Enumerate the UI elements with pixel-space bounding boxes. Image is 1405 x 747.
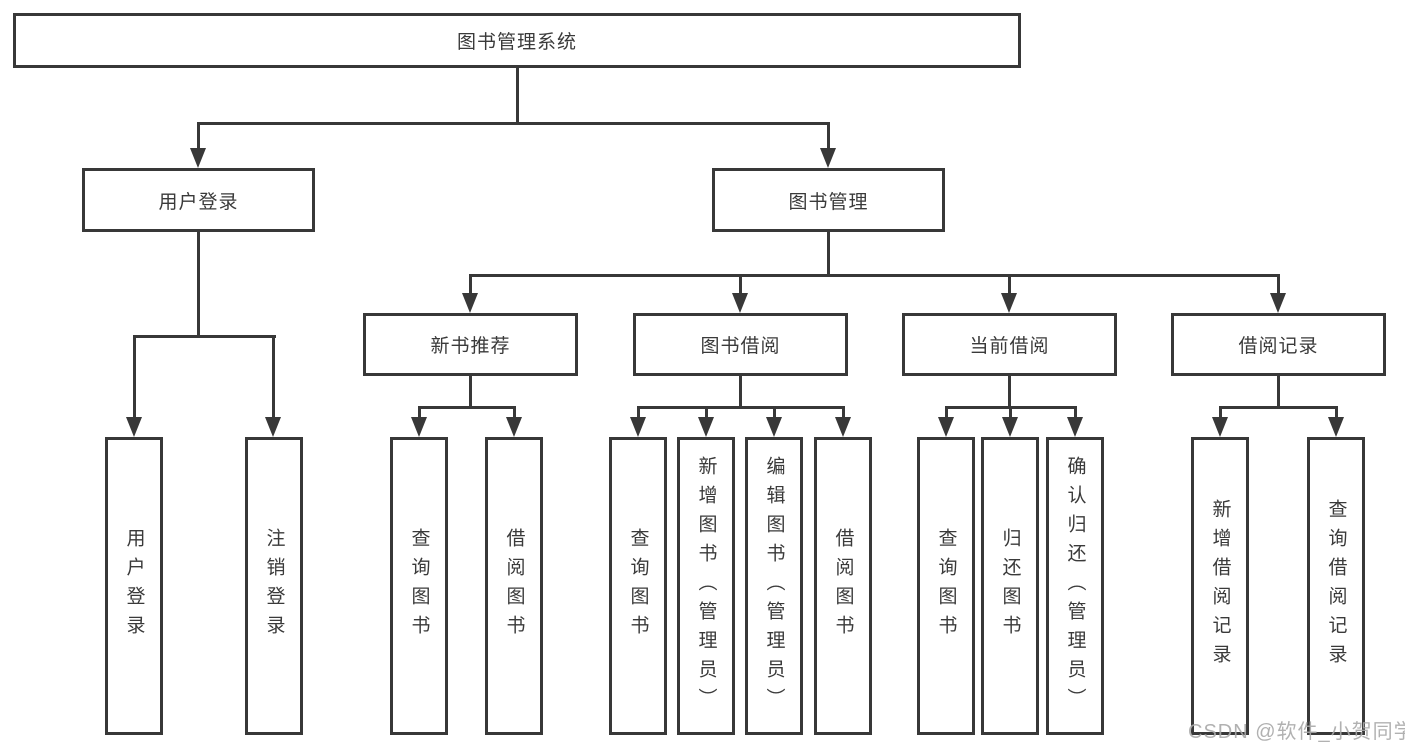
arrowhead-down-icon [1212,417,1228,437]
connector-line [1074,406,1077,417]
arrowhead-down-icon [938,417,954,437]
leaf-confirm-return-admin-label: 确认归还（管理员） [1064,455,1086,717]
connector-line [197,122,200,148]
node-current-borrow-label: 当前借阅 [969,336,1050,357]
connector-line [1009,406,1012,417]
connector-line [513,406,516,417]
connector-line [1008,274,1011,293]
leaf-add-borrow-record-label: 新增借阅记录 [1209,499,1231,673]
arrowhead-down-icon [126,417,142,437]
connector-line [516,68,519,122]
leaf-recommend-borrow-book: 借阅图书 [485,437,543,735]
connector-line [1277,376,1280,406]
node-borrow-record: 借阅记录 [1171,313,1386,376]
connector-line [842,406,845,417]
node-root: 图书管理系统 [13,13,1021,68]
node-user-login: 用户登录 [82,168,315,232]
leaf-confirm-return-admin: 确认归还（管理员） [1046,437,1104,735]
connector-line [945,406,948,417]
csdn-watermark: CSDN @软件_小贺同学 [1188,721,1405,743]
node-new-book-recommend-label: 新书推荐 [430,336,511,357]
node-user-login-label: 用户登录 [158,191,239,213]
arrowhead-down-icon [766,417,782,437]
arrowhead-down-icon [1001,293,1017,313]
arrowhead-down-icon [506,417,522,437]
arrowhead-down-icon [698,417,714,437]
connector-line [827,232,830,274]
leaf-borrow-query-book: 查询图书 [609,437,667,735]
connector-line [469,376,472,406]
leaf-return-book: 归还图书 [981,437,1039,735]
arrowhead-down-icon [820,148,836,168]
connector-line [418,406,516,409]
connector-line [1335,406,1338,417]
connector-line [272,335,275,417]
leaf-return-book-label: 归还图书 [999,528,1021,644]
connector-line [133,335,276,338]
connector-line [739,274,742,293]
leaf-recommend-query-book: 查询图书 [390,437,448,735]
arrowhead-down-icon [411,417,427,437]
arrowhead-down-icon [1002,417,1018,437]
node-book-borrow-label: 图书借阅 [700,336,781,357]
connector-line [469,274,472,293]
connector-line [197,122,830,125]
connector-line [773,406,776,417]
node-current-borrow: 当前借阅 [902,313,1117,376]
node-new-book-recommend: 新书推荐 [363,313,578,376]
connector-line [827,122,830,148]
arrowhead-down-icon [265,417,281,437]
node-borrow-record-label: 借阅记录 [1238,336,1319,357]
leaf-user-login: 用户登录 [105,437,163,735]
arrowhead-down-icon [732,293,748,313]
leaf-logout-label: 注销登录 [263,528,285,644]
connector-line [418,406,421,417]
connector-line [1008,376,1011,406]
connector-line [469,274,1280,277]
arrowhead-down-icon [1270,293,1286,313]
leaf-add-borrow-record: 新增借阅记录 [1191,437,1249,735]
arrowhead-down-icon [190,148,206,168]
leaf-add-book-admin: 新增图书（管理员） [677,437,735,735]
node-root-label: 图书管理系统 [456,32,577,53]
leaf-current-query-book: 查询图书 [917,437,975,735]
leaf-current-query-book-label: 查询图书 [935,528,957,644]
leaf-recommend-query-book-label: 查询图书 [408,528,430,644]
connector-line [705,406,708,417]
node-book-management-label: 图书管理 [788,191,869,213]
connector-line [1219,406,1222,417]
node-book-management: 图书管理 [712,168,945,232]
arrowhead-down-icon [630,417,646,437]
leaf-recommend-borrow-book-label: 借阅图书 [503,528,525,644]
leaf-borrow-book-label: 借阅图书 [832,528,854,644]
connector-line [133,335,136,417]
arrowhead-down-icon [462,293,478,313]
leaf-edit-book-admin: 编辑图书（管理员） [745,437,803,735]
leaf-query-borrow-record: 查询借阅记录 [1307,437,1365,735]
connector-line [637,406,640,417]
node-book-borrow: 图书借阅 [633,313,848,376]
leaf-borrow-book: 借阅图书 [814,437,872,735]
leaf-user-login-label: 用户登录 [123,528,145,644]
connector-line [197,232,200,335]
leaf-edit-book-admin-label: 编辑图书（管理员） [763,455,785,717]
connector-line [637,406,845,409]
leaf-logout: 注销登录 [245,437,303,735]
arrowhead-down-icon [835,417,851,437]
arrowhead-down-icon [1328,417,1344,437]
leaf-add-book-admin-label: 新增图书（管理员） [695,455,717,717]
leaf-borrow-query-book-label: 查询图书 [627,528,649,644]
connector-line [739,376,742,406]
connector-line [1219,406,1338,409]
leaf-query-borrow-record-label: 查询借阅记录 [1325,499,1347,673]
arrowhead-down-icon [1067,417,1083,437]
connector-line [1277,274,1280,293]
